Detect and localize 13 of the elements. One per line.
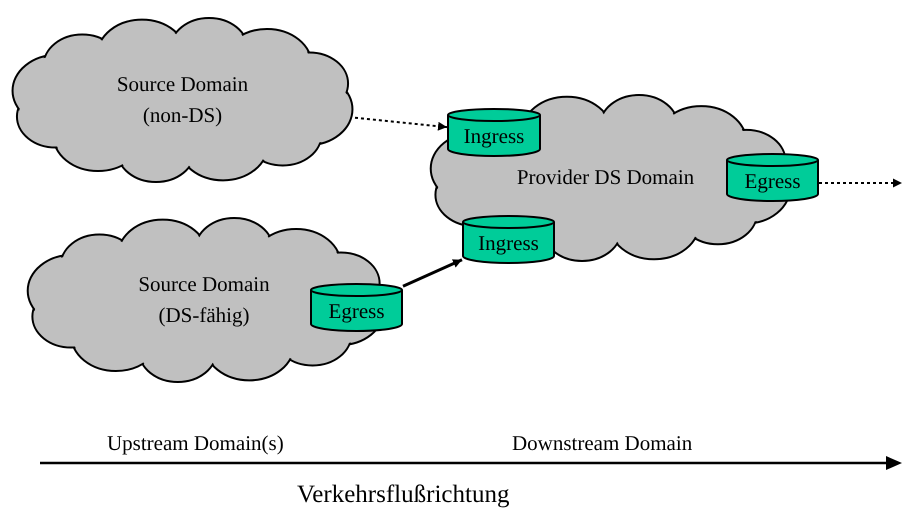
router-label: Egress xyxy=(328,298,384,324)
arrow xyxy=(819,178,902,188)
domain-label: Provider DS Domain xyxy=(516,164,696,192)
router-label: Ingress xyxy=(478,230,539,256)
domain-label: Source Domain (DS-fähig) xyxy=(137,270,271,329)
arrow xyxy=(402,258,463,288)
region-label: Downstream Domain xyxy=(512,431,692,456)
domain-label: Source Domain (non-DS) xyxy=(116,70,250,129)
arrow xyxy=(354,116,448,131)
axis-caption: Verkehrsflußrichtung xyxy=(297,481,510,508)
router-label: Egress xyxy=(744,168,800,194)
region-label: Upstream Domain(s) xyxy=(107,431,284,456)
router-label: Ingress xyxy=(464,124,524,148)
